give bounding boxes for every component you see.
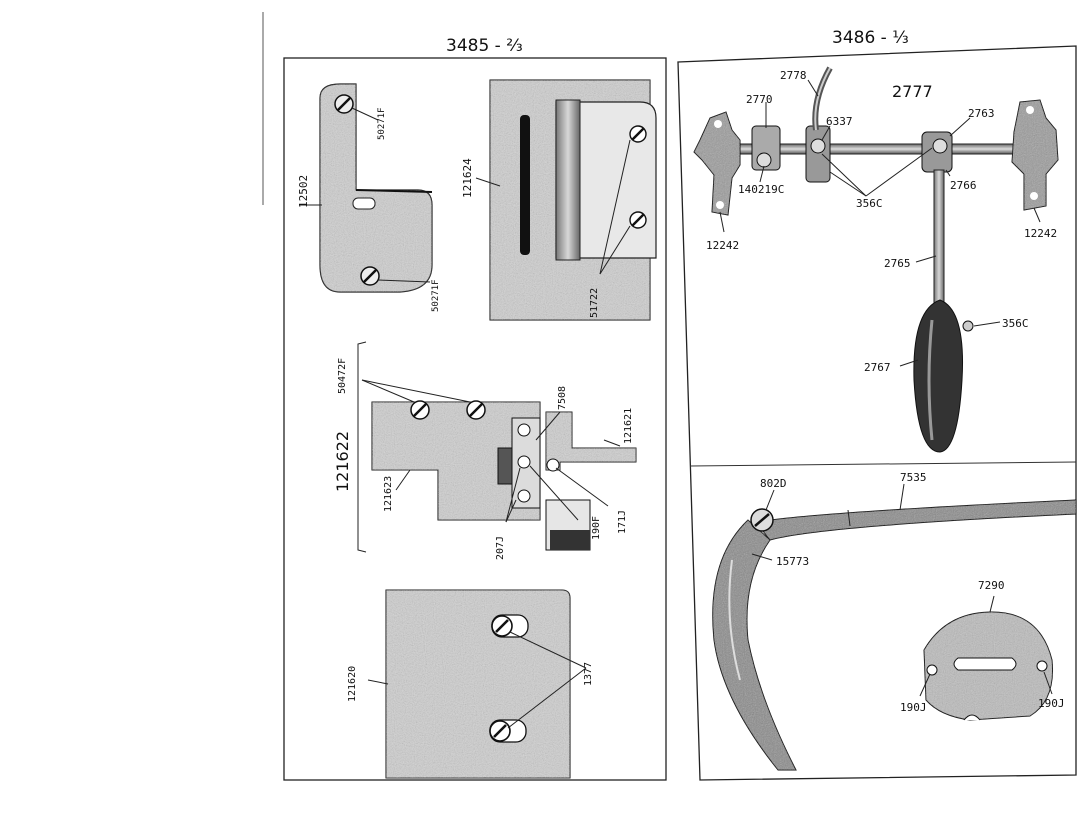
screw-icon bbox=[926, 664, 938, 676]
part-12502 bbox=[300, 83, 433, 293]
part-label-190j-left: 190J bbox=[900, 701, 927, 714]
part-label-1377: 1377 bbox=[583, 661, 594, 686]
screw-icon bbox=[810, 138, 826, 154]
part-121624 bbox=[475, 79, 657, 321]
part-label-2766: 2766 bbox=[950, 179, 977, 192]
screw-icon bbox=[517, 489, 531, 503]
part-label-2763: 2763 bbox=[968, 107, 995, 120]
screw-icon bbox=[1036, 660, 1048, 672]
part-label-121622: 121622 bbox=[333, 430, 352, 492]
screw-icon bbox=[517, 423, 531, 437]
part-label-2767: 2767 bbox=[864, 361, 891, 374]
part-label-121623: 121623 bbox=[383, 475, 394, 512]
screw-icon bbox=[517, 455, 531, 469]
part-121623 bbox=[361, 379, 637, 551]
part-label-140219c: 140219C bbox=[738, 183, 785, 196]
part-label-121624: 121624 bbox=[461, 158, 474, 198]
part-7535-lever bbox=[712, 483, 1077, 771]
part-label-6337: 6337 bbox=[826, 115, 853, 128]
part-label-207j: 207J bbox=[495, 535, 506, 560]
part-label-356c-mid: 356C bbox=[856, 197, 883, 210]
part-label-50271f-bottom: 50271F bbox=[431, 279, 441, 312]
part-label-7290: 7290 bbox=[978, 579, 1005, 592]
plate-title-3486: 3486 - ⅓ bbox=[832, 28, 909, 48]
part-label-121621: 121621 bbox=[623, 407, 634, 444]
part-121620 bbox=[367, 589, 587, 779]
plate-3485-frame bbox=[283, 57, 667, 781]
part-label-7508: 7508 bbox=[557, 385, 568, 410]
part-label-2777: 2777 bbox=[892, 82, 933, 101]
part-label-190j-right: 190J bbox=[1038, 697, 1065, 710]
part-label-356c-knob: 356C bbox=[1002, 317, 1029, 330]
part-label-2778: 2778 bbox=[780, 69, 807, 82]
part-label-121620: 121620 bbox=[347, 665, 358, 702]
part-label-51722: 51722 bbox=[589, 287, 600, 318]
screw-icon bbox=[756, 152, 772, 168]
part-label-50271f-top: 50271F bbox=[377, 107, 387, 140]
part-label-171j: 171J bbox=[617, 509, 628, 534]
part-label-802d: 802D bbox=[760, 477, 787, 490]
plate-title-3485: 3485 - ⅔ bbox=[446, 36, 523, 56]
plate-3486-divider bbox=[689, 461, 1077, 467]
part-label-12502: 12502 bbox=[297, 174, 310, 208]
screw-icon bbox=[932, 138, 948, 154]
part-label-12242-left: 12242 bbox=[706, 239, 740, 252]
group-bracket bbox=[357, 341, 367, 553]
part-7290-plate bbox=[919, 595, 1054, 721]
plate-3486-frame bbox=[677, 45, 1077, 781]
part-label-2770: 2770 bbox=[746, 93, 773, 106]
part-label-190f: 190F bbox=[591, 515, 602, 540]
part-label-7535: 7535 bbox=[900, 471, 927, 484]
screw-icon bbox=[962, 320, 974, 332]
part-2763-rod-assembly bbox=[693, 66, 1059, 453]
part-label-2765: 2765 bbox=[884, 257, 911, 270]
part-label-50472f: 50472F bbox=[337, 357, 348, 394]
part-label-15773: 15773 bbox=[776, 555, 810, 568]
part-label-12242-right: 12242 bbox=[1024, 227, 1058, 240]
